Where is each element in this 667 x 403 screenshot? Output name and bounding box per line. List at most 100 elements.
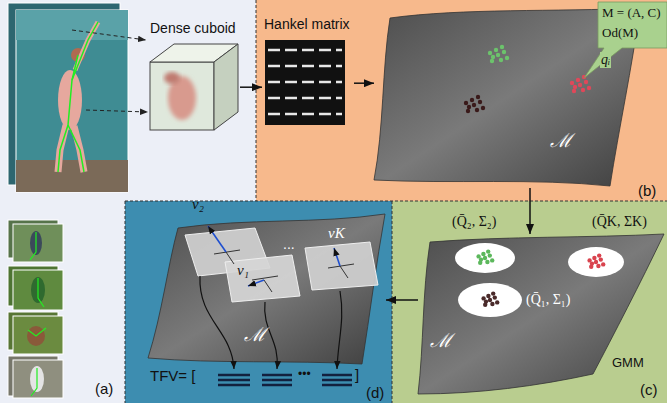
ellipsis: ... <box>283 236 295 252</box>
data-point <box>587 86 591 90</box>
pose-skeleton <box>31 368 37 396</box>
video-clip <box>13 316 63 354</box>
data-point <box>485 260 489 264</box>
data-point <box>464 101 468 105</box>
manifold-surface <box>418 234 664 394</box>
data-point <box>483 256 487 260</box>
data-point <box>481 106 485 110</box>
manifold: ℳ <box>148 214 386 366</box>
node-text: (c) <box>640 381 658 398</box>
variable-label: qᵢ <box>600 52 611 68</box>
data-point <box>476 254 480 258</box>
node-text: Od(M) <box>602 26 638 41</box>
bar <box>218 384 250 387</box>
data-point <box>486 294 490 298</box>
matrix-rows <box>268 50 342 114</box>
video-clip <box>13 270 63 310</box>
node-text: ℳ <box>430 330 452 352</box>
pose-skeleton <box>30 232 36 260</box>
data-point <box>589 265 593 269</box>
sampling-arrow <box>72 30 146 40</box>
node-text: Dense cuboid <box>150 20 236 36</box>
video-clip <box>13 224 63 262</box>
data-point <box>481 296 485 300</box>
data-point <box>466 109 470 113</box>
mapping-arrow <box>337 291 342 369</box>
tangent-vector <box>334 248 340 266</box>
data-point <box>488 298 492 302</box>
data-point <box>596 264 600 268</box>
data-point <box>599 257 603 261</box>
data-point <box>495 300 499 304</box>
bar <box>322 379 352 382</box>
callout-shape <box>584 2 667 78</box>
data-point <box>597 253 601 257</box>
video-clips <box>8 220 63 398</box>
vector-label: v₁ <box>237 262 249 279</box>
data-point <box>490 59 494 63</box>
data-point <box>491 291 495 295</box>
node-text: M = (A, C) <box>602 6 661 21</box>
model-callout: M = (A, C) Od(M) <box>598 2 667 48</box>
panel: (b) Hankel matrixℳ M = (A, C) Od(M) <box>256 0 667 201</box>
arrow-connector <box>354 82 374 84</box>
gaussian-component <box>455 243 515 273</box>
data-point <box>576 78 580 82</box>
data-point <box>592 256 596 260</box>
matrix-ground <box>265 40 345 125</box>
cuboid-figure: Dense cuboid <box>140 20 240 132</box>
vector-label: vK <box>328 225 345 242</box>
mapping-arrow <box>265 302 278 369</box>
node-shape <box>148 214 386 366</box>
sampling-arrow <box>86 110 148 112</box>
axis <box>252 276 278 280</box>
bar <box>262 384 292 387</box>
data-point <box>491 55 495 59</box>
gaussian-component <box>568 247 624 277</box>
bar <box>218 379 250 382</box>
stands <box>16 10 128 40</box>
arrow-connector <box>529 188 531 234</box>
data-point <box>472 103 476 107</box>
data-point <box>570 81 574 85</box>
axis <box>264 280 272 292</box>
blurred-figure <box>164 72 180 84</box>
matrix-row <box>268 97 342 100</box>
data-point <box>578 83 582 87</box>
vector-label: v₂ <box>192 196 204 213</box>
panel-border <box>125 201 667 202</box>
pose-skeleton <box>38 278 44 307</box>
data-point <box>572 89 576 93</box>
data-point <box>502 50 506 54</box>
matrix-row <box>268 81 342 84</box>
data-point <box>475 108 479 112</box>
data-point <box>483 303 487 307</box>
panel-ground <box>125 201 392 403</box>
data-point <box>467 105 471 109</box>
parameter-label: (Q̄₁, Σ₁) <box>526 292 570 308</box>
arrow-connector <box>386 299 418 301</box>
tangent-plane <box>305 242 378 290</box>
bar <box>262 379 292 382</box>
node-text: ℳ <box>550 130 572 152</box>
panel-border <box>125 201 126 403</box>
node-text: ℳ <box>244 324 266 346</box>
cube-face <box>214 44 238 130</box>
ellipsis: ••• <box>298 368 311 382</box>
node-shape <box>418 234 665 398</box>
node-text: (b) <box>638 182 656 199</box>
axis <box>340 266 348 278</box>
data-point <box>500 45 504 49</box>
matrix-row <box>268 65 342 68</box>
node-text: (a) <box>95 380 113 397</box>
video-frames <box>8 3 128 192</box>
arrow-connector <box>240 86 262 88</box>
data-point <box>496 53 500 57</box>
node-text: Hankel matrix <box>264 16 350 32</box>
data-point <box>499 58 503 62</box>
video-frame <box>16 10 128 192</box>
parameter-label: (Q̄K, ΣK) <box>592 214 647 230</box>
data-point <box>488 51 492 55</box>
formula-text: TFV= [ <box>150 367 195 384</box>
person <box>27 326 45 346</box>
